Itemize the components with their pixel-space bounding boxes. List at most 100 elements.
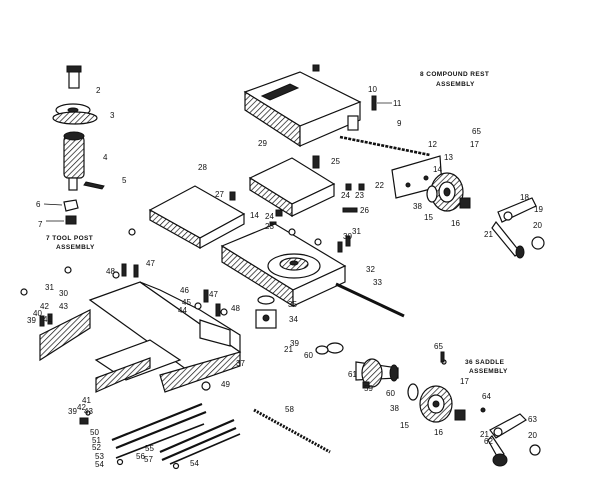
- part-callout-21: 21: [480, 430, 489, 439]
- part-callout-31: 31: [45, 283, 54, 292]
- part-callout-20: 20: [533, 221, 542, 230]
- part-callout-23: 23: [265, 222, 274, 231]
- part-callout-6: 6: [36, 200, 41, 209]
- part-callout-19: 19: [534, 205, 543, 214]
- part-callout-28: 28: [198, 163, 207, 172]
- tool-post-title-line1: 7 TOOL POST: [46, 235, 93, 242]
- part-callout-44: 44: [178, 306, 187, 315]
- part-callout-24: 24: [341, 191, 350, 200]
- part-callout-57: 57: [144, 455, 153, 464]
- part-callout-32: 32: [366, 265, 375, 274]
- lead-screw-58: [253, 408, 331, 454]
- saddle-handwheel-38-15: [407, 351, 466, 423]
- part-callout-16: 16: [451, 219, 460, 228]
- part-callout-42: 42: [77, 403, 86, 412]
- cross-feed-screw-33: [335, 282, 405, 318]
- part-callout-30: 30: [343, 232, 352, 241]
- part-callout-15: 15: [424, 213, 433, 222]
- part-callout-26: 26: [360, 206, 369, 215]
- part-callout-50: 50: [90, 428, 99, 437]
- part-callout-41: 41: [43, 315, 52, 324]
- part-callout-38: 38: [390, 404, 399, 413]
- compound-rest-title-line1: 8 COMPOUND REST: [420, 71, 489, 78]
- part-callout-22: 22: [375, 181, 384, 190]
- part-callout-51: 51: [92, 436, 101, 445]
- part-callout-39: 39: [290, 339, 299, 348]
- nut-6-and-screw-7: [43, 199, 79, 225]
- part-callout-38: 38: [413, 202, 422, 211]
- part-callout-60: 60: [386, 389, 395, 398]
- compound-slide-29: [248, 157, 336, 218]
- part-callout-46: 46: [180, 286, 189, 295]
- crank-handle-18-19: [459, 197, 545, 259]
- part-callout-56: 56: [136, 452, 145, 461]
- compound-rest-body: [243, 71, 362, 148]
- part-callout-37: 37: [236, 359, 245, 368]
- part-callout-10: 10: [368, 85, 377, 94]
- part-callout-52: 52: [92, 443, 101, 452]
- part-callout-48: 48: [106, 267, 115, 276]
- tool-post-title: 7 TOOL POST ASSEMBLY: [46, 235, 95, 251]
- part-callout-49: 49: [221, 380, 230, 389]
- screw-10-11: [312, 64, 392, 111]
- part-callout-43: 43: [84, 407, 93, 416]
- part-callout-17: 17: [470, 140, 479, 149]
- part-callout-24: 24: [265, 212, 274, 221]
- part-callout-34: 34: [289, 315, 298, 324]
- part-callout-17: 17: [460, 377, 469, 386]
- part-callout-65: 65: [472, 127, 481, 136]
- part-callout-9: 9: [397, 119, 402, 128]
- compound-screw-12: [339, 135, 431, 157]
- part-callout-31: 31: [352, 227, 361, 236]
- part-callout-30: 30: [59, 289, 68, 298]
- part-callout-62: 62: [484, 437, 493, 446]
- part-callout-27: 27: [215, 190, 224, 199]
- part-callout-20: 20: [528, 431, 537, 440]
- nut-34-washer-35: [255, 295, 277, 329]
- part-callout-63: 63: [528, 415, 537, 424]
- part-callout-12: 12: [428, 140, 437, 149]
- tool-post-title-line2: ASSEMBLY: [56, 244, 95, 251]
- part-callout-54: 54: [95, 460, 104, 469]
- handwheel-14-dial-15: [426, 172, 464, 212]
- part-callout-65: 65: [434, 342, 443, 351]
- part-callout-4: 4: [103, 153, 108, 162]
- part-callout-16: 16: [434, 428, 443, 437]
- part-callout-33: 33: [373, 278, 382, 287]
- part-callout-11: 11: [393, 99, 402, 108]
- part-callout-53: 53: [95, 452, 104, 461]
- swivel-plate-28: [148, 185, 246, 250]
- part-callout-2: 2: [96, 86, 101, 95]
- gib-strips-50-57: [79, 402, 241, 470]
- saddle-crank-62-63: [480, 407, 541, 467]
- tool-post-stack: [52, 65, 105, 191]
- part-callout-39: 39: [27, 316, 36, 325]
- part-callout-15: 15: [400, 421, 409, 430]
- part-callout-60: 60: [304, 351, 313, 360]
- part-callout-3: 3: [110, 111, 115, 120]
- part-callout-18: 18: [520, 193, 529, 202]
- part-callout-21: 21: [484, 230, 493, 239]
- small-parts-30-31: [288, 228, 351, 253]
- part-callout-40: 40: [33, 309, 42, 318]
- saddle-title-line1: 36 SADDLE: [465, 359, 505, 366]
- part-callout-59: 59: [364, 384, 373, 393]
- part-callout-47: 47: [146, 259, 155, 268]
- part-callout-64: 64: [482, 392, 491, 401]
- apron-shaft-61: [315, 342, 399, 389]
- part-callout-55: 55: [145, 444, 154, 453]
- part-callout-7: 7: [38, 220, 43, 229]
- cross-slide-32: [220, 223, 347, 308]
- part-callout-48: 48: [231, 304, 240, 313]
- part-callout-14: 14: [433, 165, 442, 174]
- part-callout-25: 25: [331, 157, 340, 166]
- part-number-callouts: 2345671011965171213142238151618192120292…: [27, 85, 543, 469]
- part-callout-58: 58: [285, 405, 294, 414]
- part-callout-23: 23: [355, 191, 364, 200]
- part-callout-29: 29: [258, 139, 267, 148]
- part-callout-14: 14: [250, 211, 259, 220]
- part-callout-35: 35: [288, 300, 297, 309]
- part-callout-13: 13: [444, 153, 453, 162]
- part-callout-42: 42: [40, 302, 49, 311]
